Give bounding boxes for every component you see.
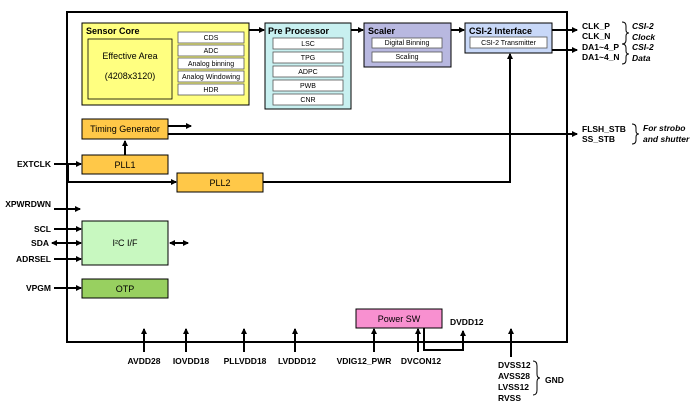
pll1-label: PLL1 bbox=[114, 160, 135, 170]
timing-generator-label: Timing Generator bbox=[90, 124, 160, 134]
power-sw-box bbox=[355, 308, 443, 329]
i2c-if-box bbox=[81, 220, 169, 266]
note-csi2-data-2: Data bbox=[632, 53, 651, 63]
pin-iovdd18: IOVDD18 bbox=[173, 356, 210, 366]
pre-processor-block: Pre Processor LSC TPG ADPC PWB CNR bbox=[264, 22, 352, 110]
csi2-interface-title: CSI-2 Interface bbox=[469, 26, 532, 36]
sub-item-label: LSC bbox=[301, 41, 315, 48]
gnd-label: GND bbox=[545, 375, 564, 385]
sub-item-label: Analog Windowing bbox=[182, 74, 240, 81]
otp-label: OTP bbox=[116, 284, 135, 294]
pin-rvss: RVSS bbox=[498, 393, 521, 403]
clock-brace bbox=[621, 21, 630, 45]
pll2-to-csi2-arrow bbox=[263, 53, 513, 183]
sub-item-label: TPG bbox=[301, 55, 315, 62]
pin-avss28: AVSS28 bbox=[498, 371, 530, 381]
pin-dvdd12: DVDD12 bbox=[450, 317, 484, 327]
note-csi2-clock-2: Clock bbox=[632, 32, 656, 42]
strobe-brace bbox=[631, 123, 640, 145]
pin-lvss12: LVSS12 bbox=[498, 382, 529, 392]
sub-item-box bbox=[371, 51, 443, 63]
sub-item-box bbox=[177, 57, 245, 70]
sub-item-box bbox=[371, 37, 443, 49]
sub-item-box bbox=[177, 31, 245, 44]
sub-item-box bbox=[177, 83, 245, 96]
note-strobe-1: For strobo bbox=[643, 123, 686, 133]
pin-avdd28: AVDD28 bbox=[128, 356, 161, 366]
csi2-interface-block: CSI-2 Interface CSI-2 Transmitter bbox=[464, 22, 553, 54]
pin-extclk: EXTCLK bbox=[17, 159, 52, 169]
sub-item-label: Scaling bbox=[396, 54, 419, 61]
i2c-if-label: I²C I/F bbox=[113, 238, 138, 248]
sub-item-box bbox=[272, 37, 344, 50]
note-csi2-data-1: CSI-2 bbox=[632, 42, 654, 52]
sub-item-label: Analog binning bbox=[188, 61, 234, 68]
sub-item-box bbox=[272, 93, 344, 106]
sub-item-box bbox=[177, 44, 245, 57]
extclk-to-pll2-arrow bbox=[67, 164, 177, 185]
pin-dvss12: DVSS12 bbox=[498, 360, 531, 370]
gnd-brace bbox=[532, 360, 541, 396]
sub-item-label: ADPC bbox=[298, 69, 317, 76]
effective-area-label: Effective Area bbox=[102, 51, 157, 61]
pin-clk-p: CLK_P bbox=[582, 21, 610, 31]
note-strobe-2: and shutter bbox=[643, 134, 690, 144]
sub-item-box bbox=[272, 51, 344, 64]
pin-vpgm: VPGM bbox=[26, 283, 51, 293]
pin-pllvdd18: PLLVDD18 bbox=[224, 356, 267, 366]
pin-xpwrdwn: XPWRDWN bbox=[5, 199, 51, 209]
sub-item-label: HDR bbox=[203, 87, 218, 94]
pin-adrsel: ADRSEL bbox=[16, 254, 51, 264]
sub-item-label: CNR bbox=[300, 97, 315, 104]
sub-item-label: ADC bbox=[204, 48, 219, 55]
pll2-label: PLL2 bbox=[209, 178, 230, 188]
pin-clk-n: CLK_N bbox=[582, 31, 610, 41]
sub-item-label: PWB bbox=[300, 83, 316, 90]
note-csi2-clock-1: CSI-2 bbox=[632, 21, 654, 31]
sub-item-box bbox=[272, 65, 344, 78]
powersw-to-dvdd12-arrow bbox=[423, 328, 466, 351]
data-brace bbox=[621, 43, 630, 65]
sub-item-label: CDS bbox=[204, 35, 219, 42]
pin-lvddd12: LVDDD12 bbox=[278, 356, 316, 366]
pre-processor-list: LSC TPG ADPC PWB CNR bbox=[272, 37, 344, 106]
sensor-core-block: Sensor Core Effective Area (4208x3120) C… bbox=[81, 22, 250, 106]
pin-ss-stb: SS_STB bbox=[582, 134, 615, 144]
effective-area-box bbox=[87, 38, 173, 100]
pin-sda: SDA bbox=[31, 238, 49, 248]
sub-item-box bbox=[272, 79, 344, 92]
sub-item-box bbox=[177, 70, 245, 83]
sensor-core-title: Sensor Core bbox=[86, 26, 140, 36]
sub-item-label: CSI-2 Transmitter bbox=[481, 40, 537, 47]
power-sw-label: Power SW bbox=[378, 314, 421, 324]
pin-da-n: DA1~4_N bbox=[582, 52, 620, 62]
pin-flsh-stb: FLSH_STB bbox=[582, 124, 626, 134]
timing-generator-box bbox=[81, 118, 169, 140]
pin-da-p: DA1~4_P bbox=[582, 42, 619, 52]
pin-dvcon12: DVCON12 bbox=[401, 356, 441, 366]
sub-item-label: Digital Binning bbox=[385, 40, 430, 47]
sub-item-box bbox=[469, 36, 548, 49]
csi2-list: CSI-2 Transmitter bbox=[469, 36, 548, 49]
pin-scl: SCL bbox=[34, 224, 51, 234]
otp-box bbox=[81, 278, 169, 299]
pin-vdig12-pwr: VDIG12_PWR bbox=[337, 356, 392, 366]
pre-processor-title: Pre Processor bbox=[268, 26, 330, 36]
scaler-title: Scaler bbox=[368, 26, 396, 36]
effective-area-resolution: (4208x3120) bbox=[105, 71, 156, 81]
